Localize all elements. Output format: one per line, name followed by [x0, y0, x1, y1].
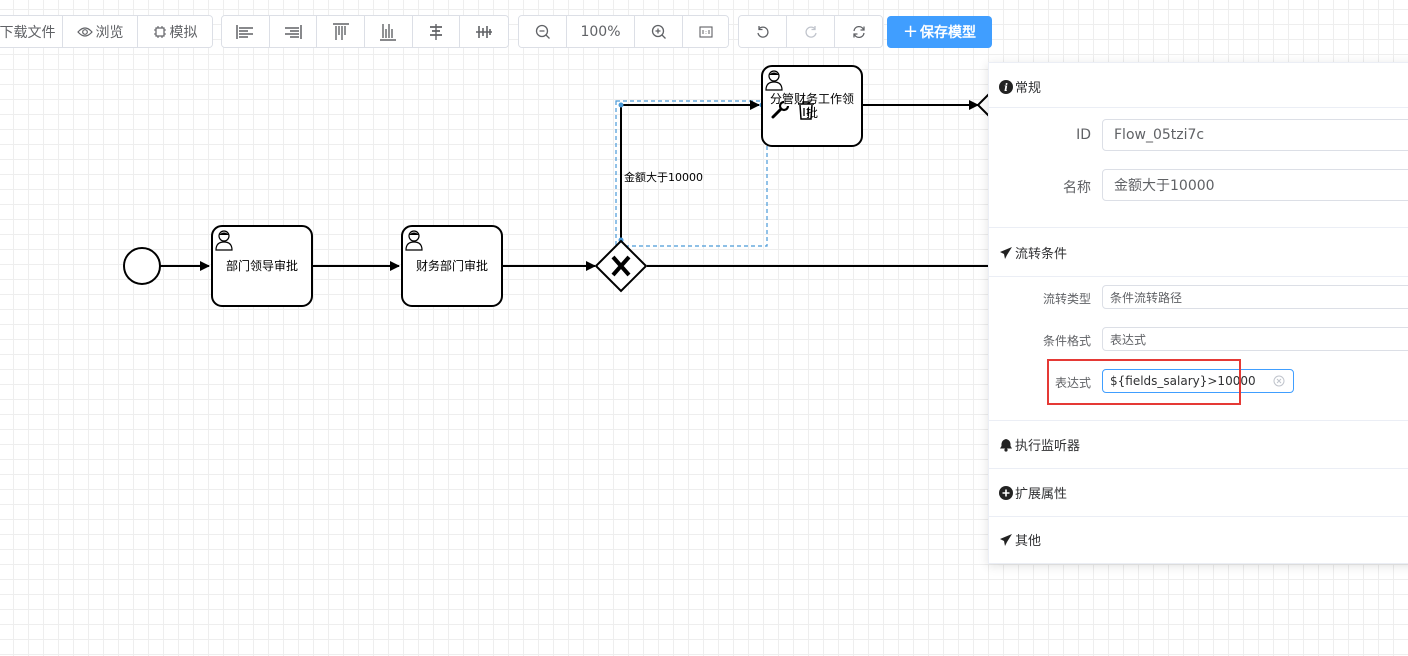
divider: [989, 516, 1408, 517]
section-extension-title: 扩展属性: [1015, 487, 1068, 502]
refresh-button[interactable]: [835, 16, 882, 47]
plus-icon: +: [902, 21, 919, 42]
download-file-button[interactable]: 下载文件: [0, 16, 63, 47]
zoom-button-group: 100%: [518, 15, 729, 48]
start-event[interactable]: [123, 247, 161, 285]
refresh-icon: [852, 25, 865, 38]
selection-box: [615, 100, 768, 247]
condition-format-label: 条件格式: [1042, 334, 1091, 348]
name-input[interactable]: 金额大于10000: [1102, 169, 1408, 201]
eye-icon: [76, 26, 93, 37]
align-bottom-icon: [380, 23, 397, 41]
align-middle-button[interactable]: [460, 16, 508, 47]
task-dept-leader[interactable]: [211, 225, 313, 307]
save-model-button[interactable]: + 保存模型: [887, 16, 992, 48]
section-other-header[interactable]: 其他: [999, 530, 1041, 549]
section-other-title: 其他: [1015, 534, 1042, 549]
expression-input[interactable]: ${fields_salary}>10000: [1102, 369, 1294, 393]
zoom-out-button[interactable]: [519, 16, 567, 47]
send-icon: [1000, 533, 1012, 546]
user-task-icon: [405, 230, 423, 251]
wrench-icon[interactable]: [771, 100, 790, 119]
align-bottom-button[interactable]: [365, 16, 413, 47]
divider: [989, 227, 1408, 228]
simulate-label: 模拟: [169, 24, 198, 41]
trash-icon[interactable]: [798, 101, 814, 120]
expression-label: 表达式: [1054, 376, 1091, 390]
user-task-icon: [215, 230, 233, 251]
align-right-button[interactable]: [269, 16, 318, 47]
align-middle-icon: [476, 25, 493, 38]
properties-panel: i 常规 ID Flow_05tzi7c 名称 金额大于10000 流转条件 流…: [988, 62, 1408, 564]
id-label: ID: [1076, 127, 1091, 143]
align-top-icon: [332, 22, 349, 40]
history-button-group: [738, 15, 883, 48]
section-general-title: 常规: [1015, 81, 1042, 96]
task-label-dept-leader: 部门领导审批: [225, 259, 298, 273]
section-listener-header[interactable]: 执行监听器: [999, 435, 1080, 454]
highlight-box: [1047, 359, 1241, 405]
zoom-in-button[interactable]: [635, 16, 683, 47]
id-input-value: Flow_05tzi7c: [1114, 127, 1205, 143]
clear-icon[interactable]: [1273, 375, 1285, 387]
plus-circle-icon: [999, 485, 1013, 500]
task-label-finance-director: 分管财务工作领批: [769, 92, 854, 120]
zoom-reset-icon: [698, 25, 713, 38]
section-listener-title: 执行监听器: [1015, 439, 1081, 454]
bell-icon: [1000, 438, 1012, 452]
save-model-label: 保存模型: [920, 25, 977, 41]
file-button-group: 下载文件 浏览 模拟: [0, 15, 213, 48]
redo-button[interactable]: [787, 16, 835, 47]
flow-waypoint-handle[interactable]: [618, 102, 624, 108]
expression-value: ${fields_salary}>10000: [1110, 374, 1256, 388]
section-general-header[interactable]: i 常规: [999, 77, 1041, 96]
zoom-in-icon: [651, 24, 666, 39]
preview-button[interactable]: 浏览: [63, 16, 138, 47]
flow-type-select[interactable]: 条件流转路径: [1102, 285, 1408, 309]
cpu-icon: [153, 25, 166, 38]
info-icon: i: [999, 79, 1013, 94]
undo-button[interactable]: [739, 16, 787, 47]
zoom-level-text: 100%: [580, 23, 621, 40]
svg-text:i: i: [1004, 83, 1008, 94]
download-file-label: 下载文件: [0, 24, 56, 41]
divider: [989, 276, 1408, 277]
flow-condition-label[interactable]: 金额大于10000: [624, 171, 703, 184]
align-center-button[interactable]: [412, 16, 461, 47]
align-right-icon: [285, 24, 302, 39]
exclusive-gateway[interactable]: [594, 239, 648, 293]
send-icon: [1000, 246, 1012, 259]
flow-type-label: 流转类型: [1042, 292, 1091, 306]
user-task-icon: [765, 70, 783, 91]
divider: [989, 420, 1408, 421]
zoom-level-display: 100%: [567, 16, 635, 47]
section-condition-title: 流转条件: [1015, 247, 1068, 262]
align-left-button[interactable]: [222, 16, 270, 47]
flow-type-value: 条件流转路径: [1110, 290, 1183, 305]
divider: [989, 468, 1408, 469]
id-input[interactable]: Flow_05tzi7c: [1102, 119, 1408, 151]
task-finance-dept[interactable]: [401, 225, 503, 307]
zoom-out-icon: [535, 24, 550, 39]
condition-format-select[interactable]: 表达式: [1102, 327, 1408, 351]
task-label-finance-dept: 财务部门审批: [415, 259, 488, 273]
zoom-reset-button[interactable]: [683, 16, 728, 47]
section-condition-header[interactable]: 流转条件: [999, 243, 1067, 262]
bpmn-diagram: [123, 65, 1000, 307]
align-center-icon: [430, 23, 443, 40]
simulate-button[interactable]: 模拟: [138, 16, 212, 47]
section-extension-header[interactable]: 扩展属性: [999, 483, 1067, 502]
undo-icon: [756, 25, 769, 38]
name-input-value: 金额大于10000: [1114, 178, 1215, 194]
condition-format-value: 表达式: [1110, 332, 1147, 347]
align-left-icon: [236, 24, 254, 39]
align-top-button[interactable]: [317, 16, 366, 47]
name-label: 名称: [1063, 180, 1091, 196]
align-button-group: [221, 15, 509, 48]
preview-label: 浏览: [95, 24, 124, 41]
redo-icon: [804, 25, 817, 38]
divider: [989, 107, 1408, 108]
